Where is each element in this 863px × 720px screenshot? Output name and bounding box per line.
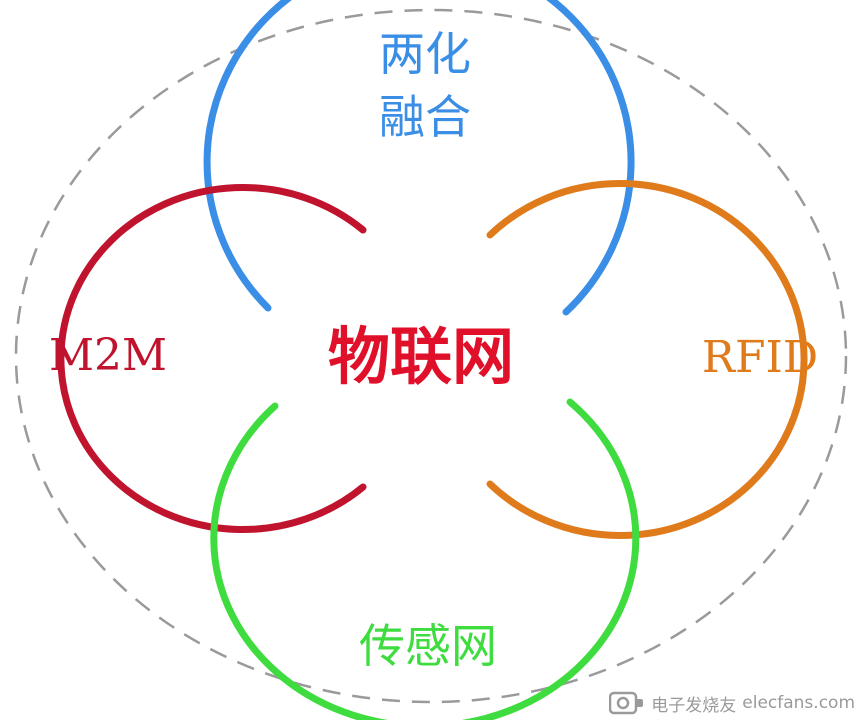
right-ring: [486, 180, 808, 539]
watermark-text: 电子发烧友: [651, 695, 737, 716]
top-ring: [203, 0, 635, 316]
bottom-label: 传感网: [359, 619, 497, 673]
watermark: 电子发烧友 elecfans.com: [609, 690, 855, 716]
bottom-ring: [210, 398, 640, 720]
left-ring: [57, 184, 367, 533]
watermark-domain: elecfans.com: [742, 693, 855, 713]
left-label: M2M: [49, 330, 167, 381]
center-label: 物联网: [328, 320, 514, 393]
elecfans-logo-icon: [609, 691, 644, 715]
top-label-line2: 融合: [379, 90, 471, 144]
outer-boundary-ellipse: [14, 8, 848, 704]
right-label: RFID: [702, 332, 818, 383]
top-label-line1: 两化: [379, 27, 471, 81]
